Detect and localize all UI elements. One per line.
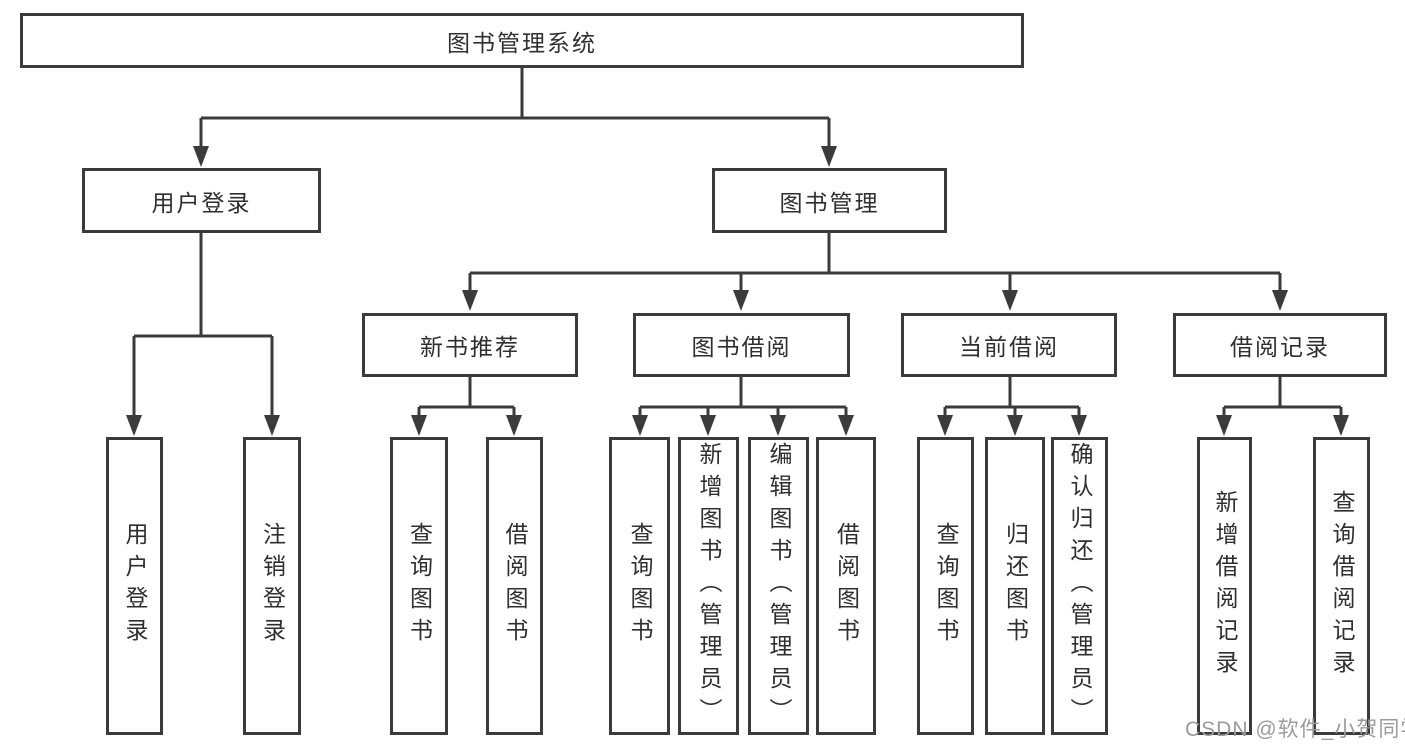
csdn-watermark: CSDN @软件_小贺同学	[1185, 718, 1405, 741]
leaf-borrow-edit-books-admin: 编辑图书（管理员）	[748, 437, 809, 735]
leaf-user-login-label: 用户登录	[122, 522, 148, 650]
leaf-logout-login: 注销登录	[243, 437, 301, 735]
leaf-borrow-add-books-admin-label: 新增图书（管理员）	[696, 442, 722, 730]
leaf-newbook-borrow-books: 借阅图书	[486, 437, 543, 735]
leaf-current-confirm-return-admin: 确认归还（管理员）	[1051, 437, 1108, 735]
leaf-newbook-query-books-label: 查询图书	[406, 522, 433, 650]
node-user-login: 用户登录	[82, 168, 321, 233]
node-borrow-records: 借阅记录	[1173, 313, 1387, 377]
leaf-borrow-borrow-books: 借阅图书	[816, 437, 876, 735]
node-book-management: 图书管理	[712, 168, 947, 233]
leaf-records-add-label: 新增借阅记录	[1212, 490, 1238, 682]
leaf-current-confirm-return-admin-label: 确认归还（管理员）	[1067, 442, 1093, 730]
leaf-current-return-books: 归还图书	[985, 437, 1045, 735]
leaf-records-query-label: 查询借阅记录	[1329, 490, 1355, 682]
leaf-records-add: 新增借阅记录	[1197, 437, 1252, 735]
node-library-system-label: 图书管理系统	[447, 29, 597, 56]
leaf-borrow-borrow-books-label: 借阅图书	[833, 522, 860, 650]
node-current-borrow-label: 当前借阅	[959, 334, 1059, 360]
leaf-current-query-books-label: 查询图书	[933, 522, 959, 650]
node-library-system: 图书管理系统	[20, 13, 1024, 68]
node-new-book-recommend-label: 新书推荐	[420, 334, 520, 360]
node-current-borrow: 当前借阅	[901, 313, 1117, 377]
node-new-book-recommend: 新书推荐	[362, 313, 578, 377]
node-user-login-label: 用户登录	[151, 189, 252, 216]
node-book-borrow-label: 图书借阅	[691, 334, 792, 360]
leaf-records-query: 查询借阅记录	[1313, 437, 1370, 735]
node-book-borrow: 图书借阅	[633, 313, 850, 377]
leaf-borrow-query-books: 查询图书	[609, 437, 670, 735]
node-borrow-records-label: 借阅记录	[1230, 334, 1330, 360]
leaf-newbook-borrow-books-label: 借阅图书	[502, 522, 528, 650]
leaf-current-return-books-label: 归还图书	[1002, 522, 1029, 650]
node-book-management-label: 图书管理	[779, 189, 880, 216]
leaf-borrow-add-books-admin: 新增图书（管理员）	[678, 437, 739, 735]
leaf-borrow-edit-books-admin-label: 编辑图书（管理员）	[766, 442, 792, 730]
arrowheads	[126, 146, 1349, 436]
leaf-current-query-books: 查询图书	[917, 437, 974, 735]
leaf-borrow-query-books-label: 查询图书	[627, 522, 653, 650]
leaf-user-login: 用户登录	[106, 437, 163, 735]
leaf-newbook-query-books: 查询图书	[390, 437, 448, 735]
leaf-logout-login-label: 注销登录	[259, 522, 286, 650]
